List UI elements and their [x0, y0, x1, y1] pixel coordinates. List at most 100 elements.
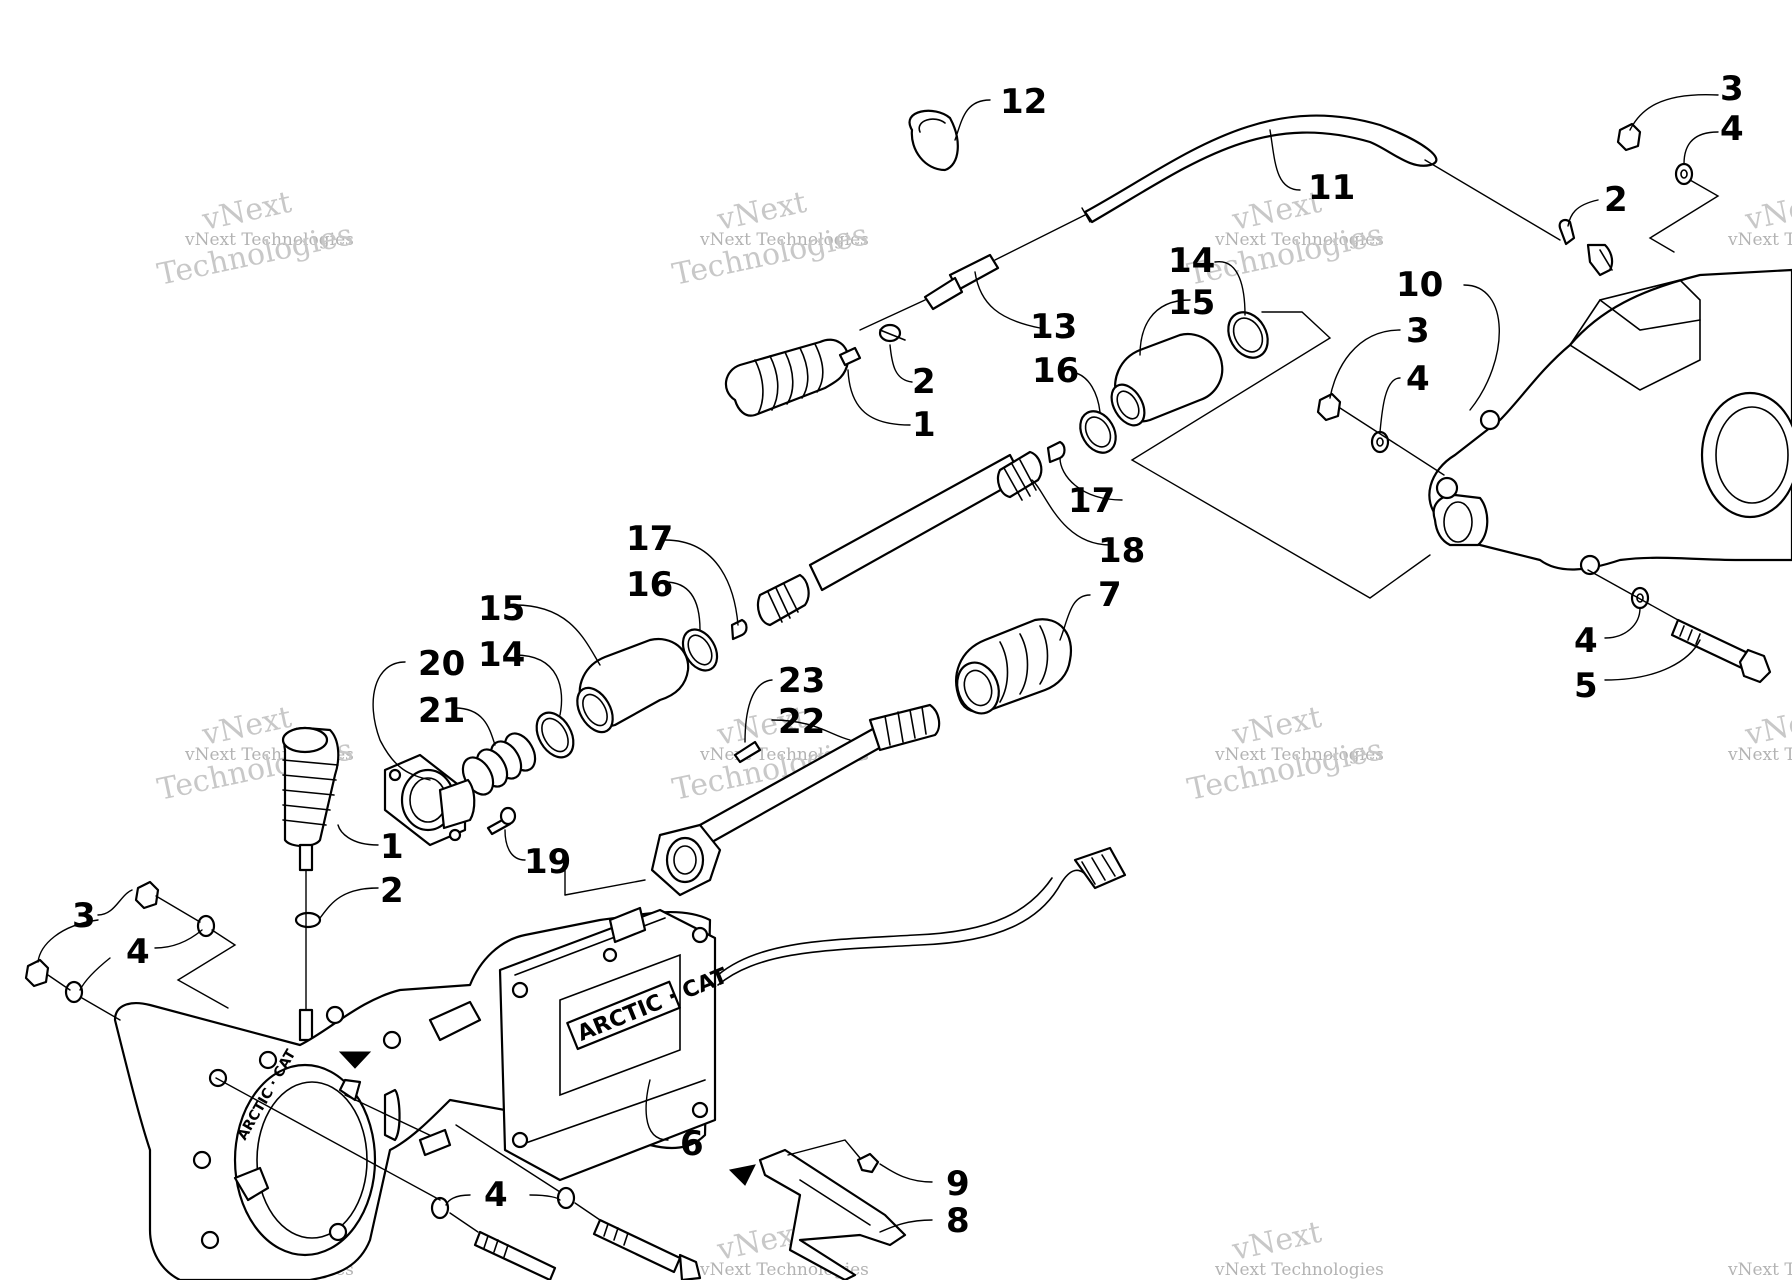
- watermark-line: vNext Technologies: [1214, 1260, 1384, 1280]
- watermark: vNext Technologies: [1727, 1260, 1792, 1280]
- shift-cable: [994, 114, 1561, 261]
- washer: [64, 980, 84, 1004]
- watermark-line: vNext Technologies: [1727, 230, 1792, 250]
- watermark-line: vNext Technologies: [1214, 230, 1384, 250]
- callout-13: 13: [1030, 307, 1077, 347]
- cv-boot: [576, 637, 690, 734]
- rear-gear-case: ARCTIC · CAT ARCTIC · CAT: [113, 906, 756, 1280]
- watermark-line: vNext: [1741, 185, 1792, 238]
- hose-clamp: [878, 323, 906, 343]
- small-pin: [1046, 440, 1066, 464]
- screw: [486, 806, 517, 836]
- wire-clip: [908, 109, 959, 172]
- watermark-line: vNext Technologies: [1727, 1260, 1792, 1280]
- callout-17: 17: [626, 519, 673, 559]
- watermark: vNext Technologies vNext Technologies: [154, 185, 355, 293]
- boot-clamp: [535, 711, 575, 759]
- wire-harness: [717, 846, 1127, 986]
- callout-4: 4: [1406, 359, 1430, 399]
- callout-1: 1: [380, 827, 404, 867]
- watermark-line: vNext Technologies: [1727, 745, 1792, 765]
- callout-3: 3: [1406, 311, 1430, 351]
- washer: [556, 1186, 576, 1210]
- bolt: [592, 1218, 702, 1280]
- callout-18: 18: [1098, 531, 1145, 571]
- callout-11: 11: [1308, 168, 1355, 208]
- screw: [856, 1152, 880, 1174]
- callout-6: 6: [680, 1124, 704, 1164]
- washer: [430, 1196, 450, 1220]
- assembly-guide-lines: [1130, 311, 1431, 599]
- callout-4: 4: [1574, 621, 1598, 661]
- rubber-boot: [281, 726, 340, 872]
- callout-17: 17: [1068, 481, 1115, 521]
- callout-19: 19: [524, 842, 571, 882]
- watermark: vNext Technologies vNext: [1727, 700, 1792, 765]
- callout-14: 14: [1168, 241, 1215, 281]
- cable-end-fitting: [859, 253, 1000, 331]
- callout-2: 2: [912, 362, 936, 402]
- guide-lines-bracket: [787, 1139, 861, 1159]
- watermark: vNext Technologies vNext Technologies: [669, 185, 870, 293]
- bolt: [473, 1230, 557, 1280]
- guide-lines-bolts: [215, 1077, 601, 1233]
- guide-lines-right: [1339, 179, 1720, 621]
- callout-21: 21: [418, 691, 465, 731]
- watermark-line: vNext: [1741, 700, 1792, 753]
- callout-15: 15: [478, 589, 525, 629]
- front-gear-case: [1428, 243, 1792, 576]
- rubber-boot: [955, 618, 1073, 715]
- callout-16: 16: [1032, 351, 1079, 391]
- callout-4: 4: [484, 1175, 508, 1215]
- washer: [196, 914, 216, 938]
- rubber-boot: [724, 338, 862, 417]
- drive-shaft: [756, 450, 1043, 627]
- callout-7: 7: [1098, 575, 1122, 615]
- washer: [1630, 586, 1650, 610]
- bolt: [1670, 618, 1772, 684]
- guide-lines-left: [47, 864, 646, 1021]
- callout-8: 8: [946, 1201, 970, 1241]
- callout-2: 2: [380, 871, 404, 911]
- callout-23: 23: [778, 661, 825, 701]
- watermark-line: Technologies: [154, 217, 355, 293]
- hose-clamp: [294, 911, 322, 929]
- callout-5: 5: [1574, 666, 1598, 706]
- watermark-line: vNext Technologies: [184, 230, 354, 250]
- nut: [1616, 122, 1642, 152]
- watermark: vNext Technologies vNext: [1727, 185, 1792, 250]
- washer: [1674, 162, 1694, 186]
- watermark-line: vNext Technologies: [699, 230, 869, 250]
- callout-9: 9: [946, 1164, 970, 1204]
- vent-fitting: [298, 869, 314, 1042]
- nut: [134, 880, 160, 910]
- callout-2: 2: [1604, 180, 1628, 220]
- output-shaft: [650, 703, 941, 897]
- callout-10: 10: [1396, 265, 1443, 305]
- nut: [24, 958, 50, 988]
- callout-22: 22: [778, 702, 825, 742]
- callout-14: 14: [478, 635, 525, 675]
- washer: [1370, 430, 1390, 454]
- callout-3: 3: [72, 896, 96, 936]
- callout-1: 1: [912, 405, 936, 445]
- callout-4: 4: [126, 932, 150, 972]
- mounting-bracket: [758, 1148, 907, 1280]
- callout-20: 20: [418, 644, 465, 684]
- cv-boot: [1110, 332, 1224, 427]
- callout-4: 4: [1720, 109, 1744, 149]
- small-pin: [730, 618, 748, 641]
- watermark: vNext Technologies vNext: [1214, 1215, 1384, 1280]
- nut: [1316, 392, 1342, 422]
- watermark-line: Technologies: [669, 217, 870, 293]
- callout-3: 3: [1720, 69, 1744, 109]
- watermark: vNext Technologies vNext Technologies: [1184, 700, 1385, 808]
- leader-lines: [37, 93, 1719, 1233]
- bearing-flange: [383, 753, 476, 847]
- watermark-line: Technologies: [1184, 732, 1385, 808]
- snap-ring: [1079, 410, 1117, 454]
- hose-clamp: [1558, 218, 1576, 246]
- watermark-line: vNext Technologies: [1214, 745, 1384, 765]
- callout-15: 15: [1168, 283, 1215, 323]
- callout-12: 12: [1000, 82, 1047, 122]
